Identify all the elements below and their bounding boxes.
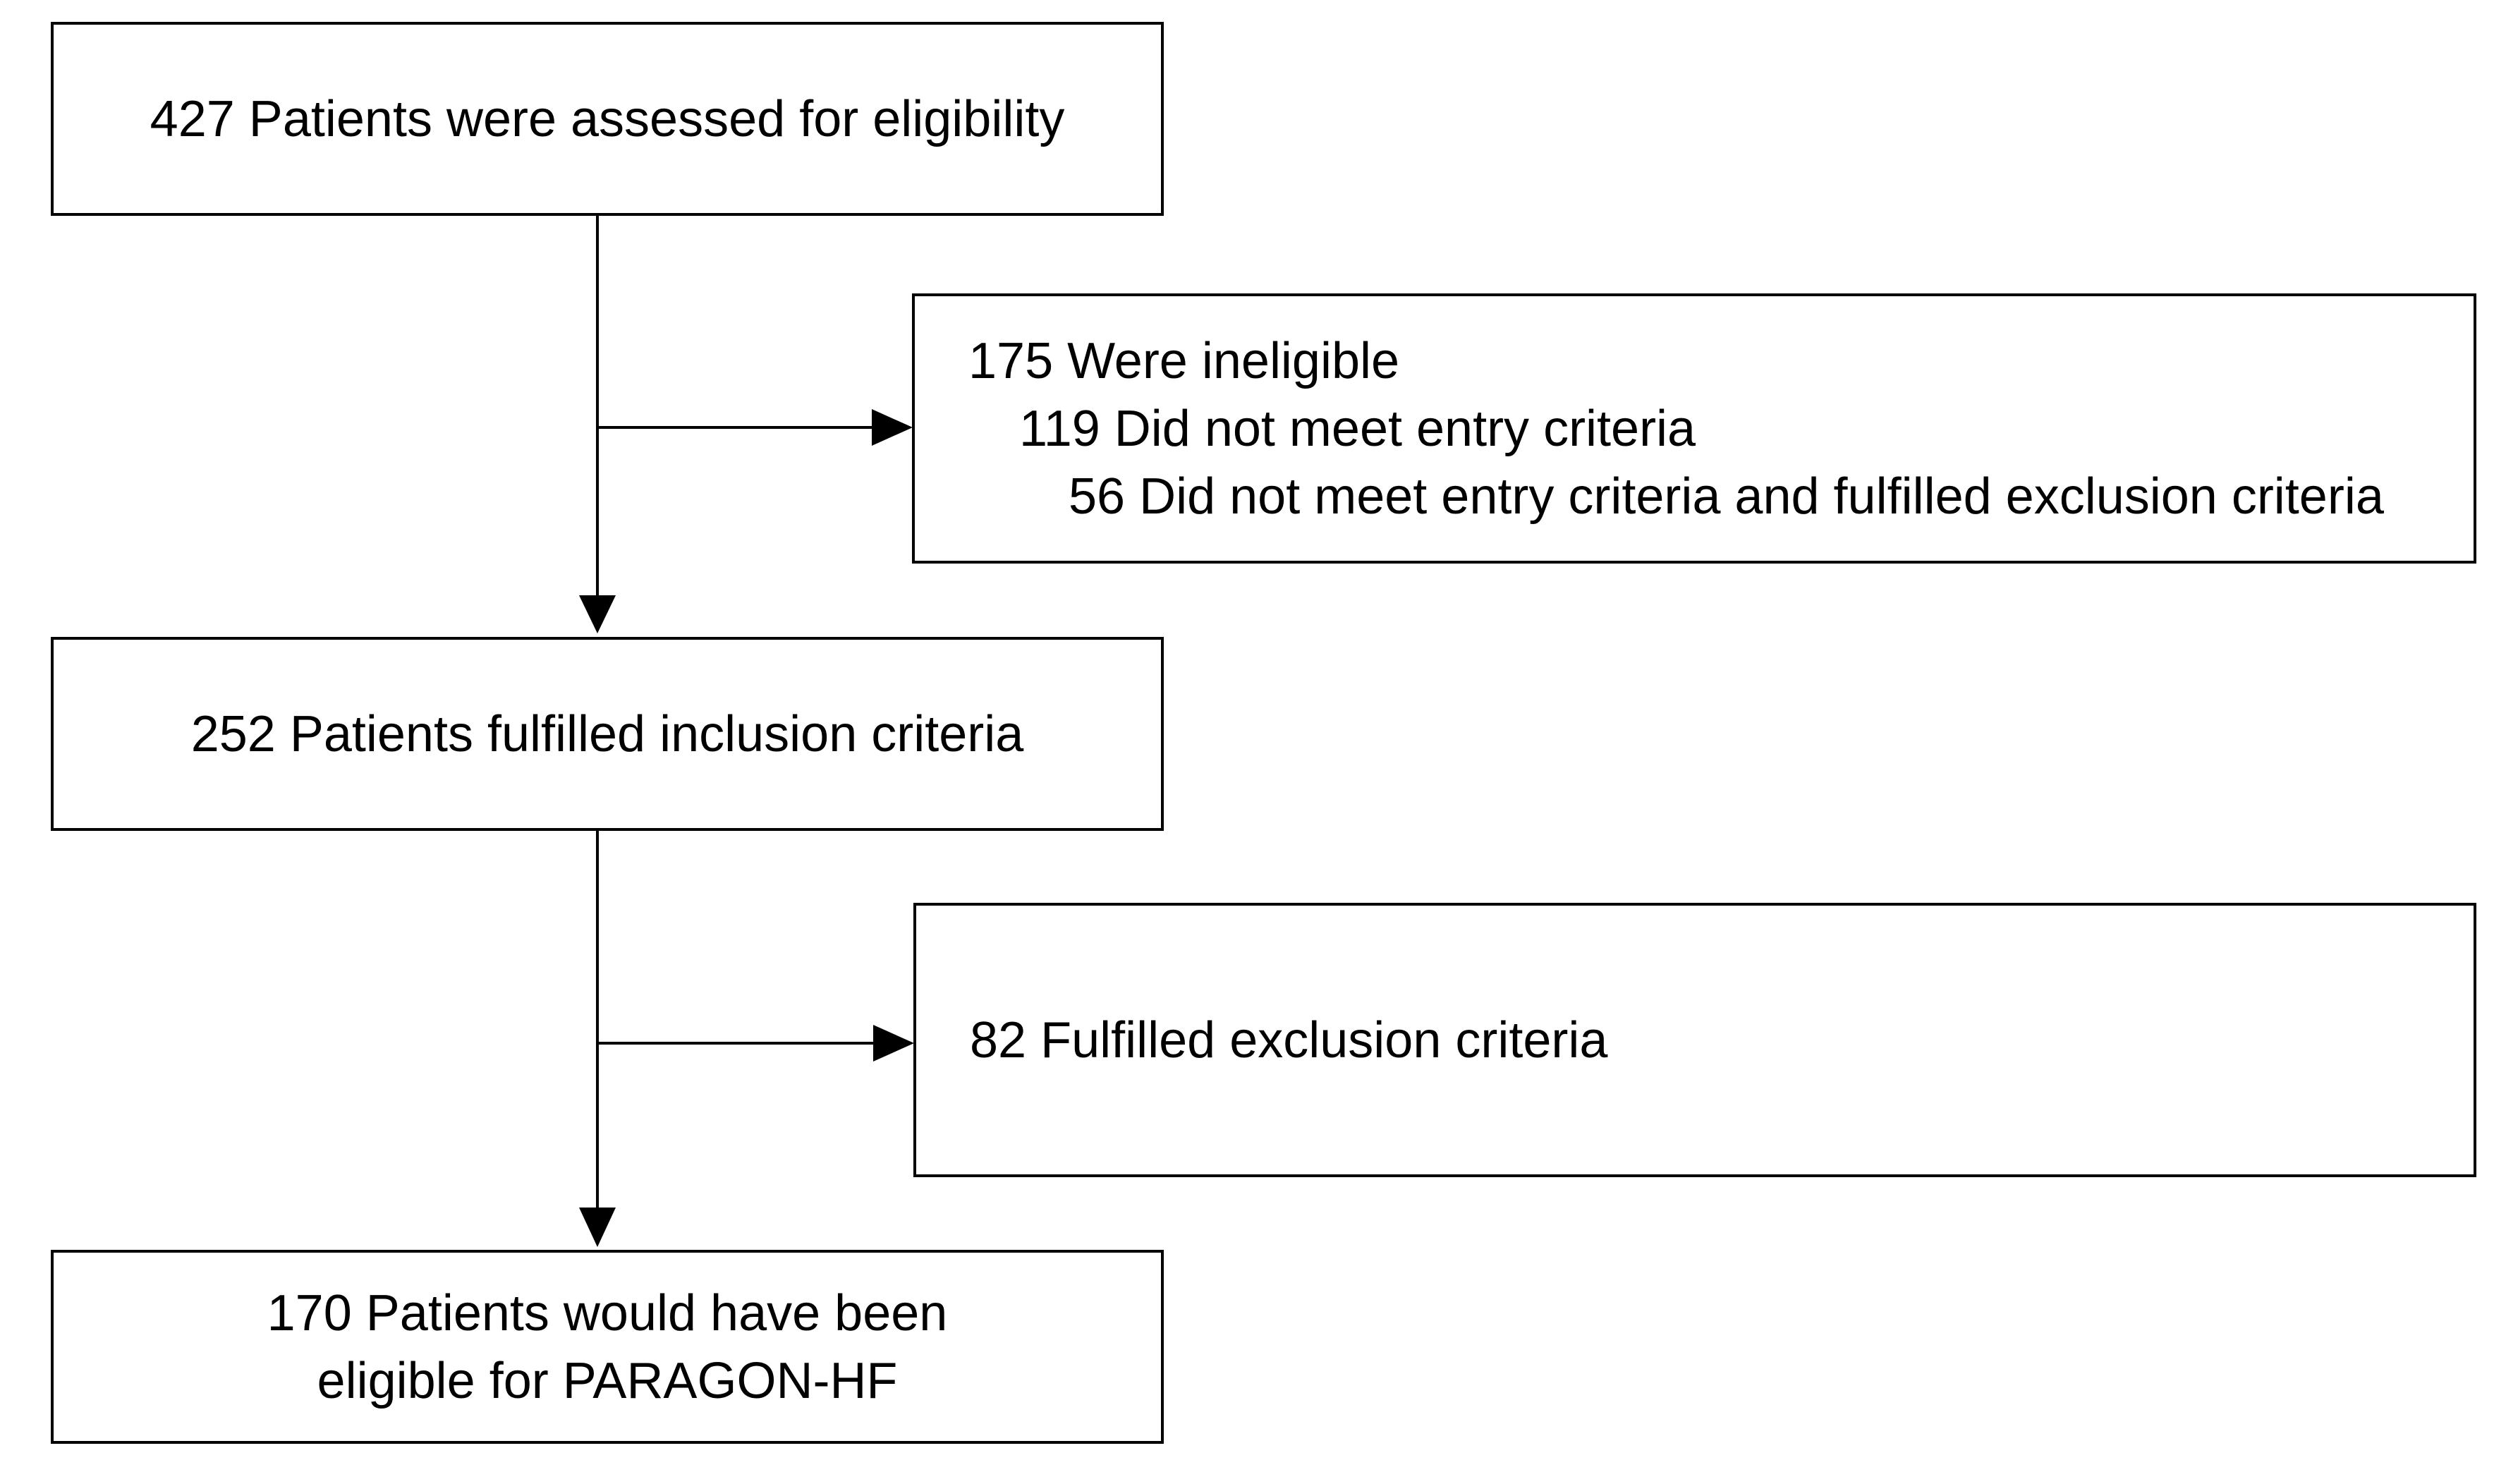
arrowhead-right-exclusion [873, 1025, 914, 1062]
ineligible-total-text: 175 Were ineligible [968, 332, 1400, 389]
box-fulfilled-exclusion: 82 Fulfilled exclusion criteria [913, 903, 2476, 1177]
ineligible-entry-criteria-text: 119 Did not meet entry criteria [1019, 400, 1696, 457]
arrowhead-down-eligible [579, 1208, 616, 1247]
box-assessed-for-eligibility: 427 Patients were assessed for eligibili… [51, 22, 1164, 216]
exclusion-text: 82 Fulfilled exclusion criteria [970, 1011, 1608, 1069]
box-eligible-paragon-hf: 170 Patients would have been eligible fo… [51, 1250, 1164, 1444]
arrowhead-right-ineligible [872, 409, 913, 446]
arrowhead-down-inclusion [579, 595, 616, 633]
box-ineligible: 175 Were ineligible 119 Did not meet ent… [912, 293, 2476, 564]
eligible-text-block: 170 Patients would have been eligible fo… [267, 1279, 948, 1415]
box-fulfilled-inclusion: 252 Patients fulfilled inclusion criteri… [51, 637, 1164, 831]
ineligible-entry-and-exclusion-text: 56 Did not meet entry criteria and fulfi… [1069, 468, 2384, 525]
eligible-text-line1: 170 Patients would have been [267, 1284, 948, 1342]
eligible-text-line2: eligible for PARAGON-HF [317, 1352, 898, 1409]
assessed-text: 427 Patients were assessed for eligibili… [150, 90, 1065, 147]
inclusion-text: 252 Patients fulfilled inclusion criteri… [190, 705, 1024, 762]
